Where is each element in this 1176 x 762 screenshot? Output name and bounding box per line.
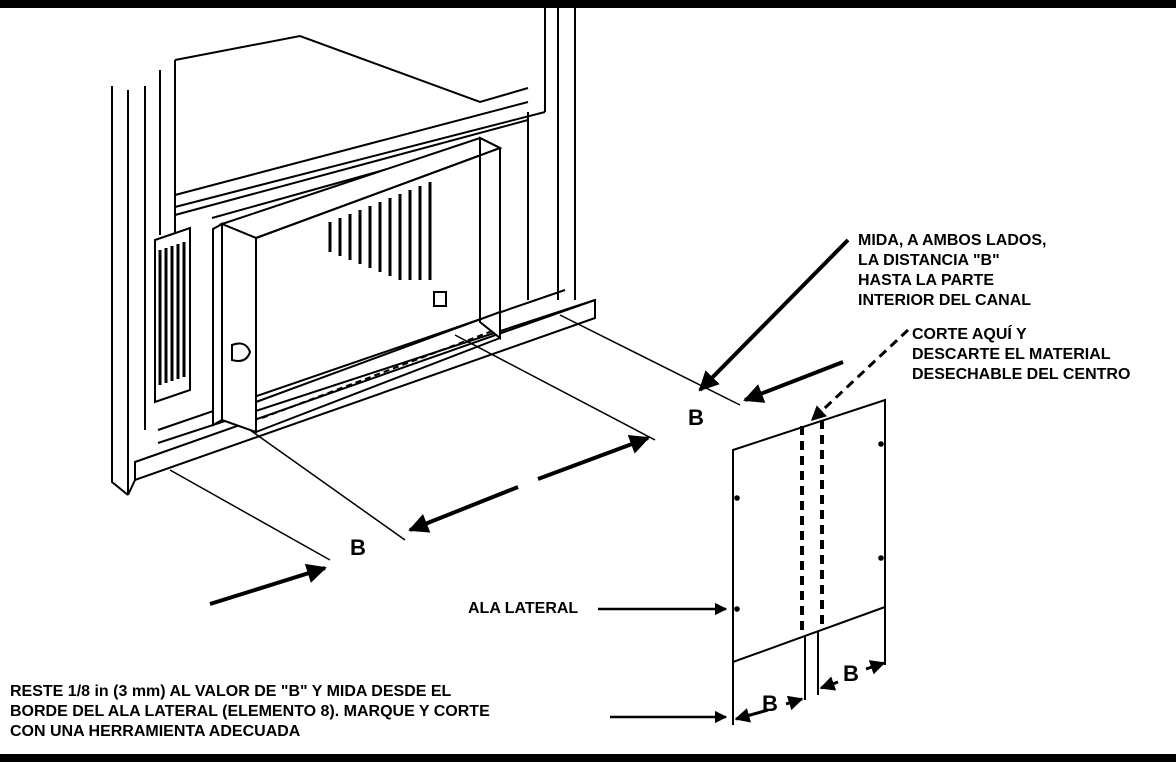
air-conditioner-unit bbox=[154, 136, 503, 434]
dimension-b-right: B bbox=[688, 405, 704, 430]
dimension-b-panel-right: B bbox=[843, 661, 859, 686]
dimension-b-panel-left: B bbox=[762, 691, 778, 716]
instructions-text: RESTE 1/8 in (3 mm) AL VALOR DE "B" Y MI… bbox=[10, 683, 490, 740]
cut-label: CORTE AQUÍ Y DESCARTE EL MATERIAL DESECH… bbox=[912, 326, 1131, 383]
dimension-arrows bbox=[209, 238, 850, 606]
bottom-border bbox=[0, 754, 1176, 762]
window-sill bbox=[127, 289, 596, 496]
side-flange-label: ALA LATERAL bbox=[468, 600, 579, 617]
window-frame bbox=[111, 8, 576, 496]
panel-dimension-arrows bbox=[734, 660, 886, 723]
ac-grille bbox=[158, 182, 447, 385]
top-border bbox=[0, 0, 1176, 8]
measure-label: MIDA, A AMBOS LADOS, LA DISTANCIA "B" HA… bbox=[858, 232, 1047, 309]
cut-leader bbox=[810, 328, 910, 422]
label-leaders bbox=[598, 602, 728, 724]
side-flange-panel bbox=[732, 398, 886, 725]
dimension-b-left: B bbox=[350, 535, 366, 560]
